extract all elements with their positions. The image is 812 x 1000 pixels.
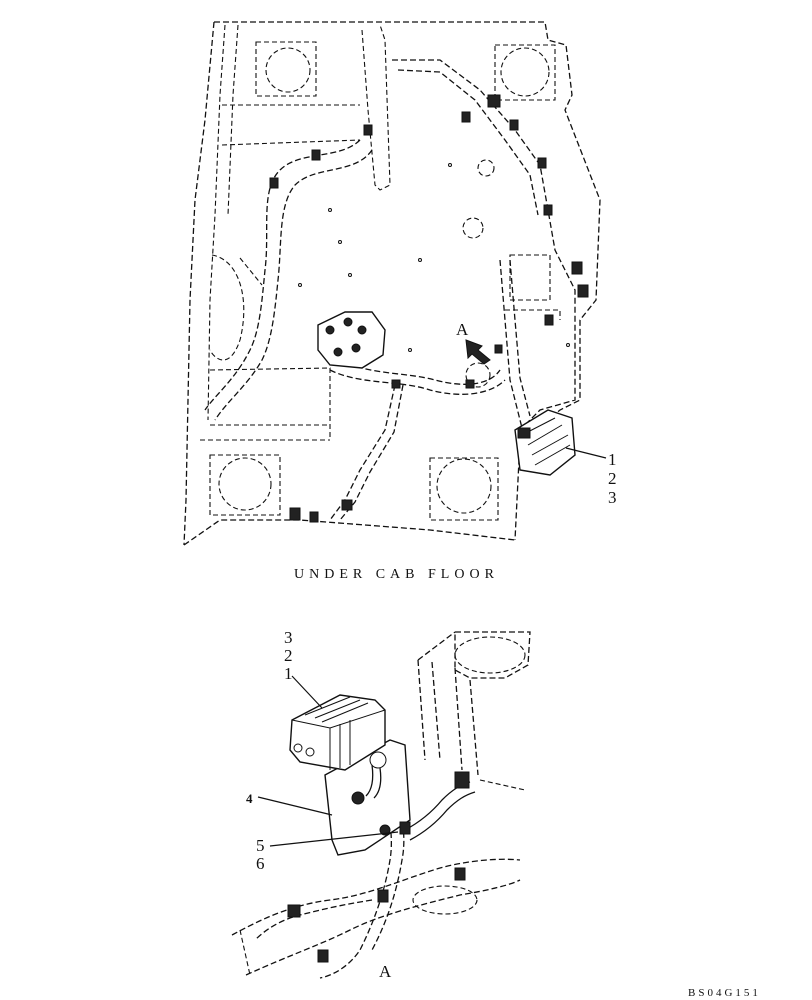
leader-line-5 <box>269 831 399 847</box>
callout-2: 2 <box>284 646 293 665</box>
callout-2: 2 <box>608 469 617 488</box>
callout-4: 4 <box>246 791 253 806</box>
clip <box>454 771 470 789</box>
detail-view-label: A <box>379 962 392 981</box>
part-1-box <box>289 694 386 771</box>
part-1-box-top-view <box>514 409 576 476</box>
view-arrow <box>465 339 491 365</box>
callout-3: 3 <box>284 628 293 647</box>
clip <box>399 821 411 835</box>
callout-1: 1 <box>608 450 617 469</box>
clip <box>287 904 301 918</box>
callout-5: 5 <box>256 836 265 855</box>
leader-line-1 <box>565 447 607 459</box>
clip <box>377 889 389 903</box>
clip <box>454 867 466 881</box>
detail-view-a: 3 2 1 4 5 6 A <box>231 628 531 981</box>
view-marker-a: A <box>456 320 469 339</box>
reference-code: BS04G151 <box>688 987 761 999</box>
under-cab-floor-view: A 1 2 3 UNDER CAB FLOOR <box>183 21 617 582</box>
leader-line-4 <box>257 796 333 816</box>
clip <box>317 949 329 963</box>
leader-line-top <box>291 675 323 709</box>
callout-3: 3 <box>608 488 617 507</box>
view-caption: UNDER CAB FLOOR <box>294 567 499 582</box>
callout-1: 1 <box>284 664 293 683</box>
callout-6: 6 <box>256 854 265 873</box>
